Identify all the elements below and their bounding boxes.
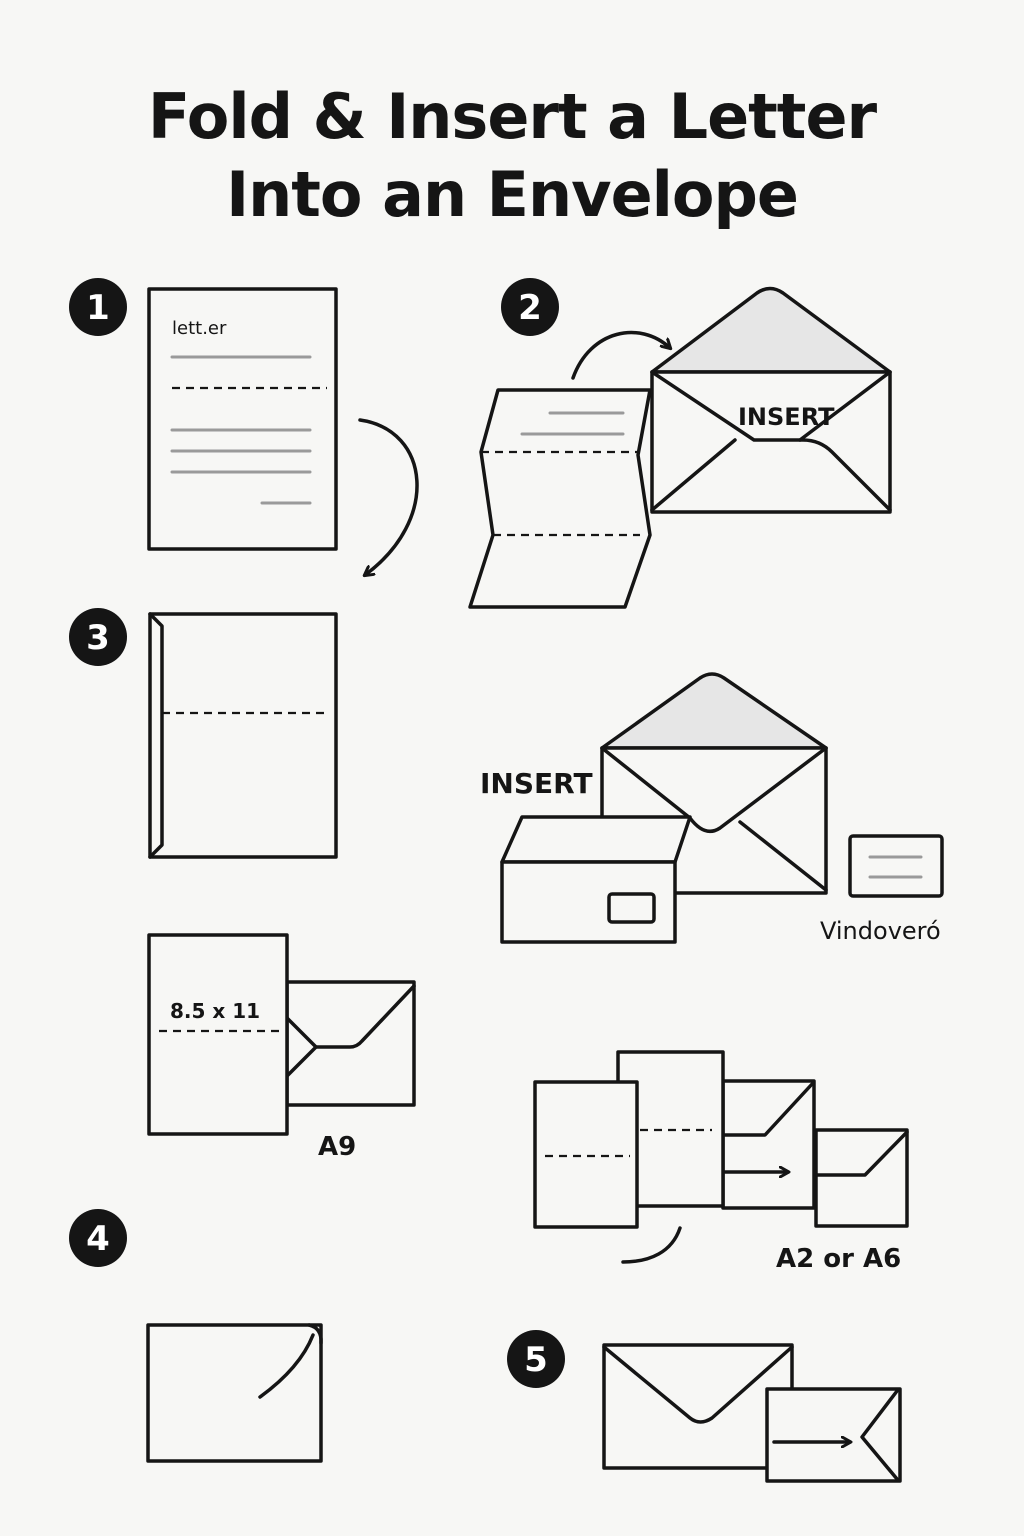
title-line-2: Into an Envelope [226,158,799,231]
step-badge-4: 4 [69,1209,127,1267]
step-badge-2: 2 [501,278,559,336]
step-badge-3: 3 [69,608,127,666]
paper-8-5x11 [147,933,289,1136]
sealed-envelope [146,1323,323,1463]
paper-size-label: 8.5 x 11 [170,999,260,1023]
step-badge-1: 1 [69,278,127,336]
fold-arrow-icon [358,418,419,575]
folded-letter [468,388,652,609]
envelope-front-large [602,1343,794,1470]
window-envelope [500,815,692,944]
sheet-front [533,1080,639,1229]
step-number-3: 3 [86,618,110,658]
address-card [848,834,944,898]
a9-envelope [285,980,416,1107]
step-number-2: 2 [518,288,542,328]
step-number-1: 1 [86,288,110,328]
envelope-open-large [650,286,892,514]
step-badge-5: 5 [507,1330,565,1388]
insert-arrow-icon [571,330,670,380]
folded-sheet [148,612,338,859]
a2-envelope [721,1079,816,1210]
envelope-front-small [765,1387,902,1483]
step-number-5: 5 [524,1340,548,1380]
page-title: Fold & Insert a Letter Into an Envelope [0,78,1024,234]
a9-label: A9 [318,1132,356,1162]
a6-envelope [814,1128,909,1228]
title-line-1: Fold & Insert a Letter [147,80,877,153]
envelope-open-mid [600,672,828,895]
insert-label-top: INSERT [738,403,835,431]
insert-label-mid: INSERT [480,767,593,800]
step-number-4: 4 [86,1219,110,1259]
window-envelope-label: Vindoveró [820,917,941,945]
curve-arrow-icon [621,1226,682,1264]
a2-a6-label: A2 or A6 [776,1244,901,1274]
letter-sheet: lett.er [147,287,338,551]
letter-label: lett.er [172,318,227,339]
